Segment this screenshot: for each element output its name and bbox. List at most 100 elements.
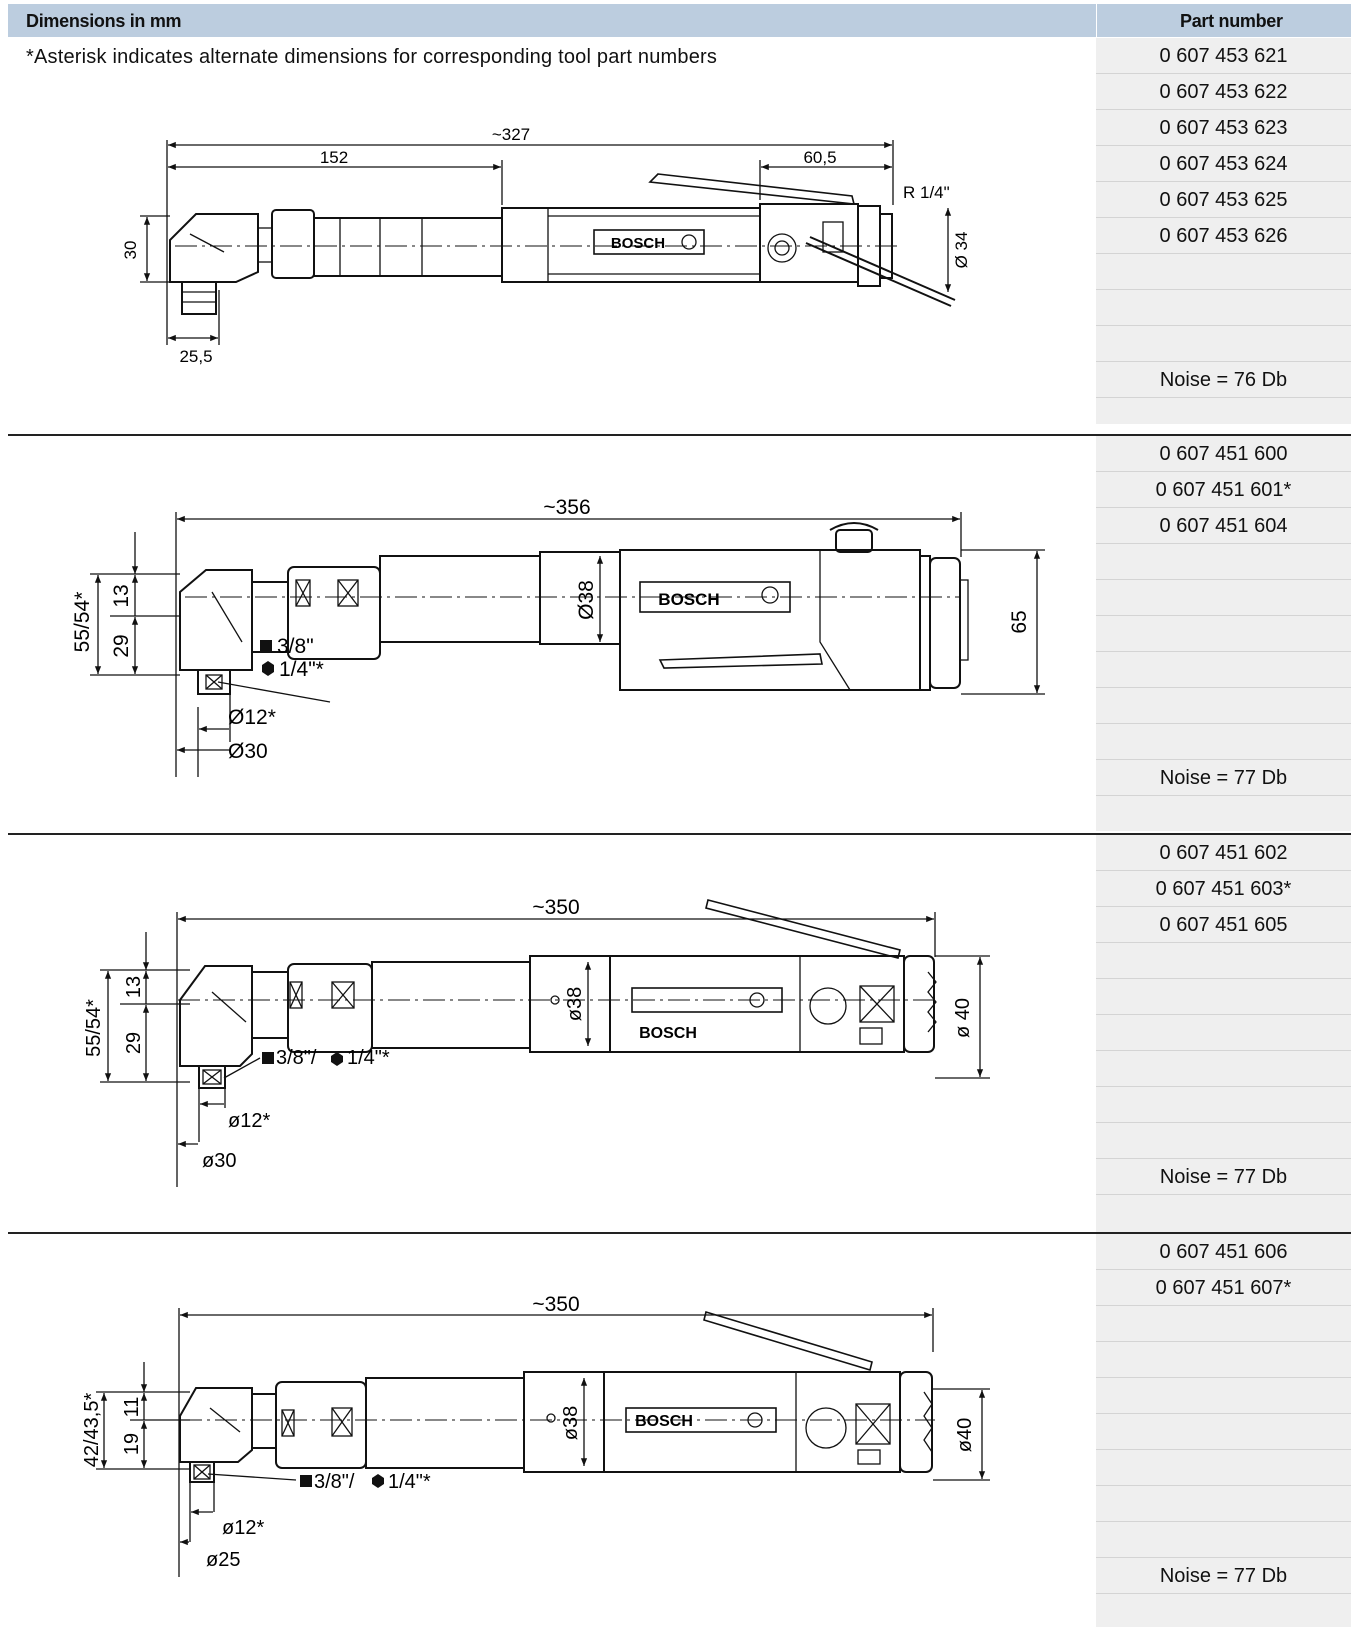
empty-cell [1096,1378,1351,1414]
empty-cell [1096,1306,1351,1342]
part-number: 0 607 453 623 [1096,110,1351,146]
empty-cell [1096,1123,1351,1159]
tool-drawing-2: ~356 55/54* 13 29 3/8" 1/4"* Ø12* Ø30 Ø3… [71,496,1045,777]
hex-drive-icon [262,661,274,676]
empty-cell [1096,1450,1351,1486]
table-header: Dimensions in mm Part number [8,4,1351,37]
part-number: 0 607 451 601* [1096,472,1351,508]
dimensions-header: Dimensions in mm [26,11,182,31]
dim-30: ø30 [202,1150,236,1172]
dim-40: ø 40 [952,998,974,1038]
tool-drawing-1: ~327 152 60,5 R 1/4" 25,5 30 Ø 34 BOSCH [121,125,971,366]
part-column-1: 0 607 453 621 0 607 453 622 0 607 453 62… [1096,38,1351,424]
noise-value: Noise = 77 Db [1096,760,1351,796]
dim-65: 65 [1008,610,1031,633]
dim-38: ø38 [564,987,586,1021]
dim-13: 13 [123,976,145,998]
asterisk-note: *Asterisk indicates alternate dimensions… [26,46,718,68]
empty-cell [1096,326,1351,362]
section-divider [8,1232,1351,1234]
dim-length: ~350 [532,1293,579,1316]
dim-11: 11 [121,1397,143,1418]
empty-cell [1096,979,1351,1015]
dim-60-5: 60,5 [803,148,836,167]
part-number: 0 607 451 606 [1096,1234,1351,1270]
section-divider [8,833,1351,835]
dim-30: Ø30 [228,740,268,763]
dim-152: 152 [320,148,348,167]
empty-cell [1096,1342,1351,1378]
dim-30: 30 [121,241,140,260]
empty-cell [1096,1087,1351,1123]
brand-logo: BOSCH [658,590,719,609]
part-number: 0 607 451 605 [1096,907,1351,943]
square-drive-icon [300,1475,312,1487]
empty-cell [1096,544,1351,580]
tool-drawing-3: ~350 55/54* 13 29 3/8"/ 1/4"* ø12* ø30 ø… [83,896,990,1187]
drive-label-b: 1/4"* [347,1047,390,1069]
dim-12: Ø12* [228,706,276,729]
square-drive-icon [260,640,272,652]
part-number: 0 607 451 604 [1096,508,1351,544]
empty-cell [1096,1522,1351,1558]
empty-cell [1096,1051,1351,1087]
noise-value: Noise = 77 Db [1096,1159,1351,1195]
empty-cell [1096,254,1351,290]
dim-length: ~356 [543,496,590,519]
part-number: 0 607 453 621 [1096,38,1351,74]
part-number: 0 607 453 624 [1096,146,1351,182]
part-column-4: 0 607 451 606 0 607 451 607* Noise = 77 … [1096,1234,1351,1627]
part-number-header: Part number [1180,11,1283,31]
drive-label-b: 1/4"* [388,1471,431,1493]
dim-12: ø12* [228,1110,270,1132]
empty-cell [1096,290,1351,326]
dim-length: ~327 [492,125,530,144]
tool-drawing-4: ~350 42/43,5* 11 19 3/8"/ 1/4"* ø12* ø25… [81,1293,990,1577]
part-column-3: 0 607 451 602 0 607 451 603* 0 607 451 6… [1096,835,1351,1232]
hex-drive-icon [331,1052,343,1066]
hex-drive-icon [372,1474,384,1488]
drive-label-a: 3/8"/ [276,1047,317,1069]
empty-cell [1096,580,1351,616]
empty-cell [1096,1486,1351,1522]
section-divider [8,434,1351,436]
part-number: 0 607 451 603* [1096,871,1351,907]
noise-value: Noise = 76 Db [1096,362,1351,398]
drive-hex-label: 1/4"* [279,658,324,681]
dim-55-54: 55/54* [71,592,94,653]
part-number: 0 607 451 600 [1096,436,1351,472]
dim-55-54: 55/54* [83,999,105,1057]
dim-40: ø40 [954,1418,976,1452]
dim-38: ø38 [560,1406,582,1440]
empty-cell [1096,688,1351,724]
dim-dia-34: Ø 34 [952,232,971,269]
part-number: 0 607 451 607* [1096,1270,1351,1306]
empty-cell [1096,652,1351,688]
dim-42-43-5: 42/43,5* [81,1393,103,1468]
brand-logo: BOSCH [611,235,665,252]
dim-25-5: 25,5 [179,347,212,366]
header-divider [1096,4,1097,37]
part-number: 0 607 451 602 [1096,835,1351,871]
part-column-2: 0 607 451 600 0 607 451 601* 0 607 451 6… [1096,436,1351,831]
drive-square-label: 3/8" [277,635,314,658]
noise-value: Noise = 77 Db [1096,1558,1351,1594]
empty-cell [1096,616,1351,652]
part-number: 0 607 453 622 [1096,74,1351,110]
dim-length: ~350 [532,896,579,919]
brand-logo: BOSCH [639,1025,697,1042]
dim-19: 19 [121,1433,143,1455]
dim-29: 29 [110,634,133,657]
part-number: 0 607 453 625 [1096,182,1351,218]
empty-cell [1096,724,1351,760]
empty-cell [1096,1015,1351,1051]
square-drive-icon [262,1052,274,1064]
dim-13: 13 [110,584,133,607]
dim-25: ø25 [206,1549,240,1571]
brand-logo: BOSCH [635,1413,693,1430]
empty-cell [1096,1414,1351,1450]
dim-thread: R 1/4" [903,183,950,202]
dim-12: ø12* [222,1517,264,1539]
dim-38: Ø38 [575,580,598,620]
drive-label-a: 3/8"/ [314,1471,355,1493]
